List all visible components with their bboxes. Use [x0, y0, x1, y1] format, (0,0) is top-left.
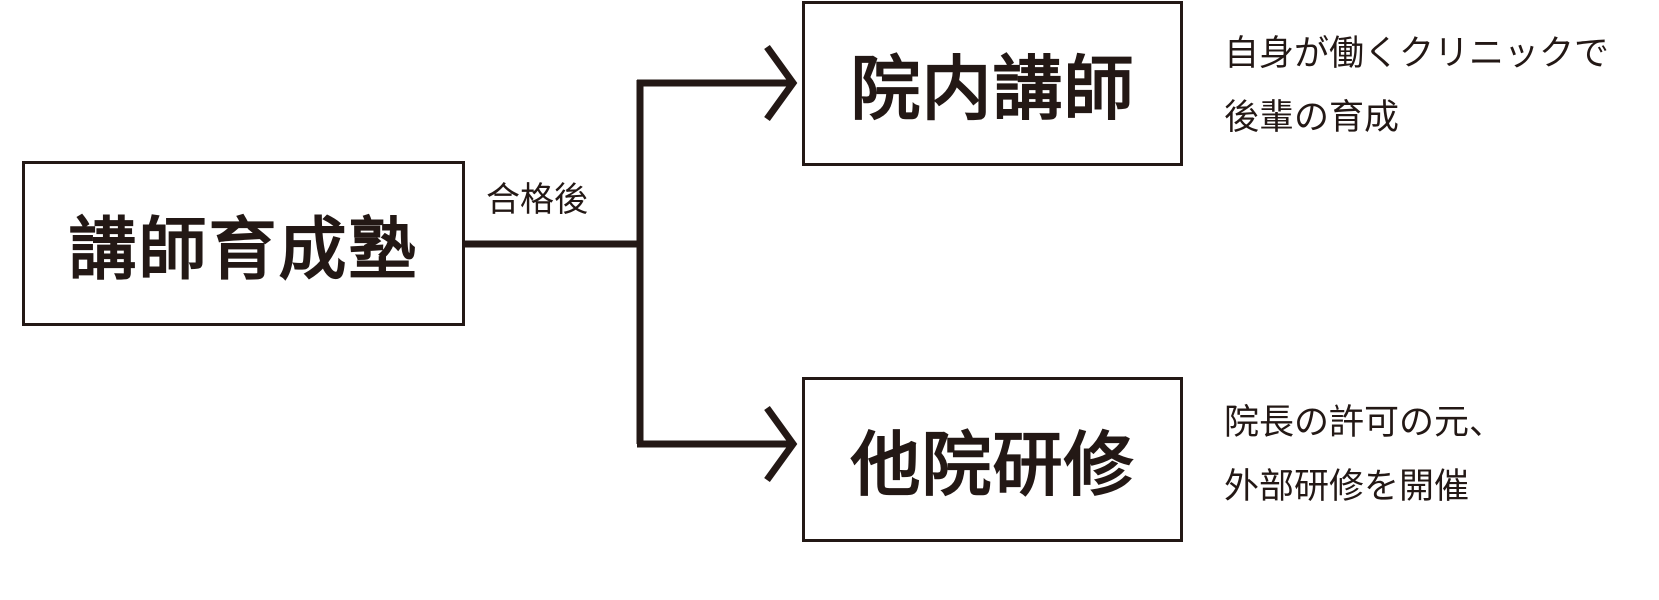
target-node-label-top: 院内講師	[850, 48, 1135, 130]
arrowhead-top	[764, 44, 798, 122]
target-node-box-bottom: 他院研修	[802, 377, 1183, 542]
target-note-bottom-line-1: 院長の許可の元、	[1224, 403, 1505, 443]
arrowhead-bottom	[764, 405, 798, 483]
edge-label: 合格後	[486, 180, 588, 220]
target-note-bottom: 院長の許可の元、 外部研修を開催	[1224, 391, 1504, 519]
target-note-top-line-1: 自身が働くクリニックで	[1224, 34, 1610, 74]
target-note-top-line-2: 後輩の育成	[1224, 98, 1400, 138]
source-node-box: 講師育成塾	[22, 161, 465, 326]
target-note-bottom-line-2: 外部研修を開催	[1224, 467, 1470, 507]
source-node-label: 講師育成塾	[68, 211, 419, 290]
target-note-top: 自身が働くクリニックで 後輩の育成	[1224, 22, 1609, 150]
target-node-box-top: 院内講師	[802, 1, 1183, 166]
target-node-label-bottom: 他院研修	[850, 424, 1135, 506]
